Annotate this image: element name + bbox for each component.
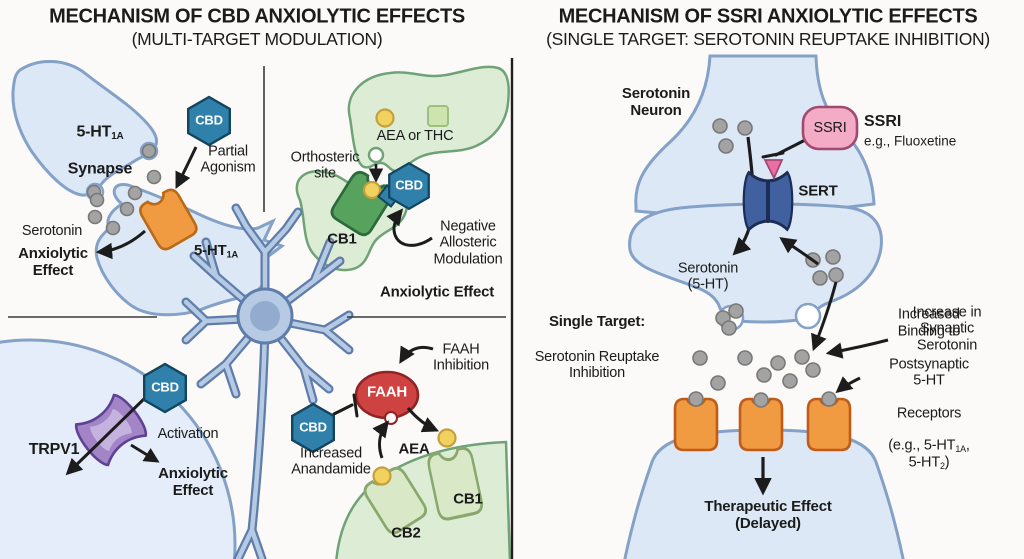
partial-agonism-arrow xyxy=(175,146,198,189)
presynaptic-terminal-5ht1a xyxy=(11,59,158,197)
ssri-inhibitor-bar xyxy=(761,138,807,159)
serotonin-dots-synapse xyxy=(86,143,162,236)
aea-in-orthosteric-site xyxy=(362,180,382,200)
serotonin-dots-cleft xyxy=(692,349,821,391)
thc-ligand-icon xyxy=(427,105,449,127)
cbd-hexagon-icon xyxy=(388,162,430,210)
neuron-nucleus xyxy=(250,301,280,331)
reuptake-blocked-arrow xyxy=(779,237,819,266)
increase-annotation-arrow xyxy=(825,338,889,359)
cbd-hexagon-icon xyxy=(291,402,335,454)
ssri-pill-icon xyxy=(801,105,859,151)
aea-ligand-icon xyxy=(372,466,392,486)
serotonin-dots-bound xyxy=(688,391,837,408)
cbd-faah-inhibitor-bar xyxy=(332,393,359,418)
serotonin-dots-release xyxy=(715,303,744,336)
aea-ligand-icon xyxy=(375,108,395,128)
axon-terminal-bouton xyxy=(628,202,883,324)
trpv1-activation-arrow xyxy=(65,395,148,476)
anxiolytic-arrow-1 xyxy=(95,229,146,260)
cbd-hexagon-icon xyxy=(142,362,188,414)
faah-inhibition-arrow xyxy=(399,345,434,364)
cbd-hexagon-icon xyxy=(186,95,232,147)
aea-to-cb1-arrow xyxy=(406,407,440,433)
serotonin-dots-bulb xyxy=(712,118,753,154)
cannabinoid-cell-bottom xyxy=(335,440,512,559)
binding-annotation-arrow xyxy=(835,376,861,394)
vesicle-release-site xyxy=(794,302,822,330)
faah-active-site-notch xyxy=(384,411,398,425)
central-neuron xyxy=(181,203,354,559)
serotonin-down-arrow xyxy=(811,281,838,352)
ssri-molecule-in-sert xyxy=(763,159,784,181)
release-site-green xyxy=(367,146,385,164)
anxiolytic-arrow-3 xyxy=(130,443,160,463)
negative-allosteric-arrow xyxy=(386,208,433,247)
aea-ligand-icon xyxy=(437,428,457,448)
anandamide-up-arrow xyxy=(372,420,390,459)
